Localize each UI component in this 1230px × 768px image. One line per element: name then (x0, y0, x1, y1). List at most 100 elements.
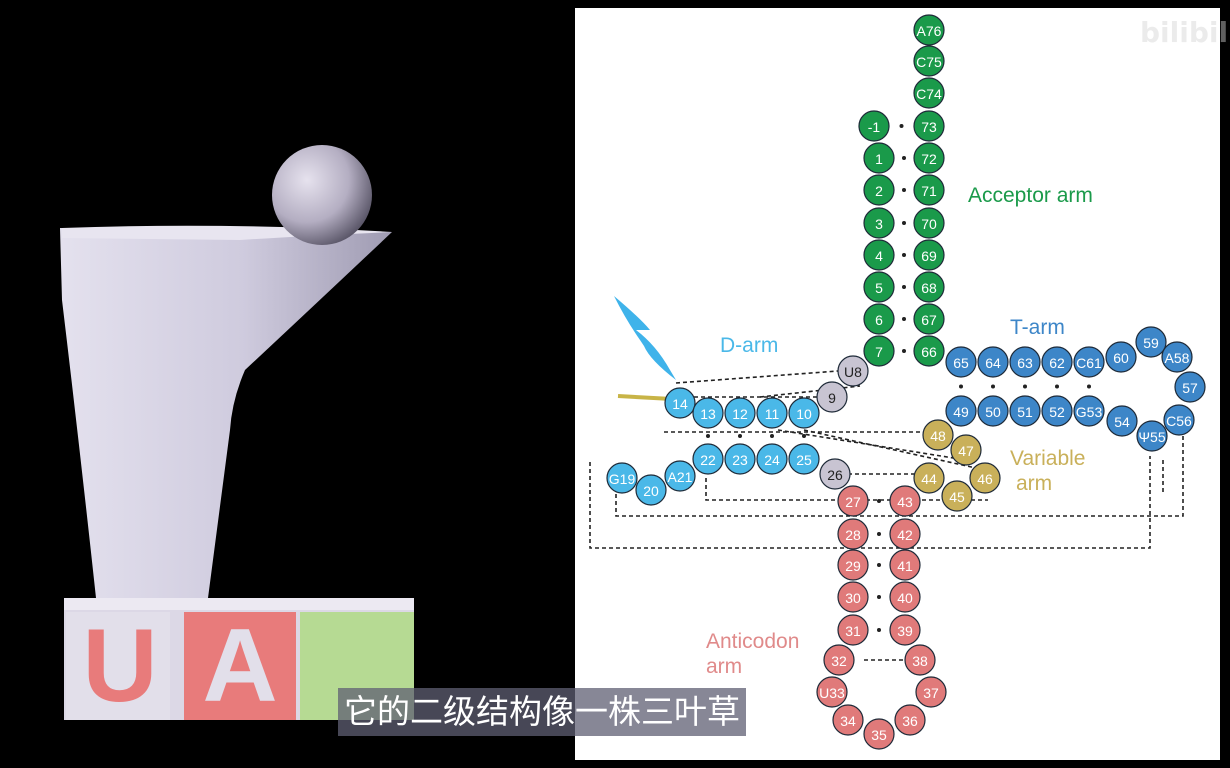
nucleotide-circle (1136, 420, 1168, 452)
nucleotide-circle (913, 174, 945, 206)
variable-arm-label-line1: Variable (1010, 447, 1086, 470)
tertiary-interaction-line (777, 429, 967, 461)
nucleotide-69: 69 (913, 239, 945, 271)
nucleotide--1: -1 (858, 110, 890, 142)
nucleotide-59: 59 (1135, 326, 1167, 358)
nucleotide-54: 54 (1106, 405, 1138, 437)
tertiary-interaction-lines (589, 370, 1202, 661)
nucleotide-25: 25 (788, 443, 820, 475)
nucleotide-37: 37 (915, 676, 947, 708)
nucleotide-label: C61 (1076, 355, 1102, 371)
nucleotide-label: 39 (897, 623, 913, 639)
nucleotide-Ψ55: Ψ55 (1136, 420, 1168, 452)
nucleotide-63: 63 (1009, 346, 1041, 378)
nucleotide-circle (889, 614, 921, 646)
nucleotide-label: 11 (765, 406, 780, 422)
nucleotide-22: 22 (692, 443, 724, 475)
nucleotide-label: 73 (921, 119, 937, 135)
arm-labels: Acceptor arm D-arm T-arm Variable arm An… (706, 184, 1093, 678)
nucleotide-circle (1009, 346, 1041, 378)
nucleotide-circle (863, 239, 895, 271)
nucleotide-27: 27 (837, 485, 869, 517)
nucleotide-label: A58 (1165, 350, 1190, 366)
nucleotide-circle (863, 174, 895, 206)
nucleotide-label: 34 (840, 713, 856, 729)
yellow-stick-fragment (617, 394, 673, 401)
base-pair-dot (902, 349, 906, 353)
nucleotide-label: 62 (1049, 355, 1065, 371)
nucleotide-label: 60 (1113, 350, 1129, 366)
nucleotide-circle (977, 395, 1009, 427)
nucleotide-52: 52 (1041, 395, 1073, 427)
nucleotide-circle (1041, 395, 1073, 427)
nucleotide-5: 5 (863, 271, 895, 303)
base-pair-dot (1023, 384, 1027, 389)
nucleotide-35: 35 (863, 718, 895, 750)
nucleotide-circle (969, 462, 1001, 494)
nucleotide-label: 47 (958, 443, 974, 459)
nucleotide-70: 70 (913, 207, 945, 239)
nucleotide-label: 54 (1114, 414, 1130, 430)
nucleotide-7: 7 (863, 335, 895, 367)
nucleotide-66: 66 (913, 335, 945, 367)
nucleotide-circle (913, 77, 945, 109)
nucleotide-label: 45 (949, 489, 965, 505)
nucleotide-73: 73 (913, 110, 945, 142)
nucleotide-circle (858, 110, 890, 142)
nucleotide-51: 51 (1009, 395, 1041, 427)
nucleotide-72: 72 (913, 142, 945, 174)
base-pair-dot (902, 253, 906, 257)
nucleotide-G53: G53 (1073, 395, 1105, 427)
nucleotide-label: 63 (1017, 355, 1033, 371)
base-pair-dot (770, 434, 774, 438)
block-letter-u: U (82, 608, 158, 724)
video-subtitle: 它的二级结构像一株三叶草 (338, 688, 746, 736)
nucleotide-circle (837, 549, 869, 581)
nucleotide-circle (950, 434, 982, 466)
nucleotide-label: 5 (875, 280, 883, 296)
nucleotide-circle (889, 581, 921, 613)
nucleotide-9: 9 (816, 381, 848, 413)
nucleotide-circle (913, 14, 945, 46)
nucleotide-circle (1073, 395, 1105, 427)
nucleotide-13: 13 (692, 397, 724, 429)
nucleotide-34: 34 (832, 704, 864, 736)
nucleotide-U8: U8 (837, 355, 869, 387)
nucleotide-circle (913, 142, 945, 174)
nucleotide-label: 48 (930, 428, 946, 444)
nucleotide-circle (1135, 326, 1167, 358)
nucleotide-label: 71 (921, 183, 937, 199)
nucleotide-label: 2 (875, 183, 883, 199)
nucleotide-label: 26 (827, 467, 843, 483)
nucleotide-circle (894, 704, 926, 736)
nucleotide-circle (837, 485, 869, 517)
variable-arm-label-line2: arm (1016, 472, 1052, 495)
base-pair-dot (706, 434, 710, 438)
base-pair-dot (902, 188, 906, 192)
nucleotide-39: 39 (889, 614, 921, 646)
nucleotide-circle (692, 397, 724, 429)
nucleotide-24: 24 (756, 443, 788, 475)
nucleotide-44: 44 (913, 462, 945, 494)
nucleotide-circle (756, 397, 788, 429)
nucleotide-label: 29 (845, 558, 861, 574)
nucleotide-circle (1073, 346, 1105, 378)
block-letter-a: A (202, 608, 278, 724)
nucleotide-71: 71 (913, 174, 945, 206)
nucleotide-label: C74 (916, 86, 942, 102)
nucleotide-label: -1 (868, 119, 881, 135)
nucleotide-label: 35 (871, 727, 887, 743)
base-pair-dot (802, 434, 806, 438)
nucleotide-circle (1009, 395, 1041, 427)
nucleotide-62: 62 (1041, 346, 1073, 378)
base-pair-dot (877, 628, 881, 632)
nucleotide-G19: G19 (606, 462, 638, 494)
nucleotide-label: G19 (609, 471, 636, 487)
nucleotide-circle (756, 443, 788, 475)
base-pair-dot (738, 434, 742, 438)
nucleotide-circle (913, 271, 945, 303)
nucleotide-label: 40 (897, 590, 913, 606)
nucleotide-6: 6 (863, 303, 895, 335)
